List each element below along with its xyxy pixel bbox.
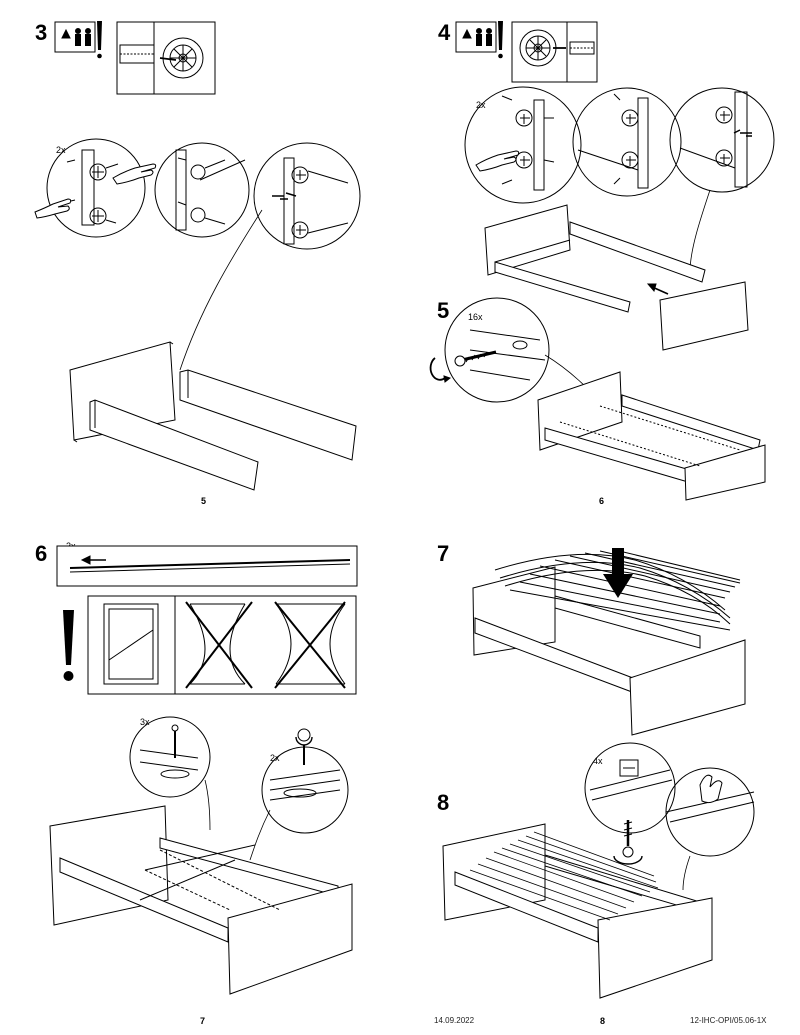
step-6-slat-box bbox=[57, 546, 357, 586]
step-8-foot-callout bbox=[585, 743, 675, 833]
step-3-callout-middle bbox=[155, 143, 249, 237]
step-6-cross-icon-right bbox=[275, 602, 345, 688]
step-4-dowel-detail-icon bbox=[512, 22, 597, 82]
step-5-count-label: 16x bbox=[468, 312, 483, 322]
step-8-screw-icon bbox=[614, 820, 642, 864]
footer-date: 14.09.2022 bbox=[434, 1016, 475, 1025]
step-6-peg-count-label: 2x bbox=[270, 753, 280, 763]
step-8-hand-callout bbox=[666, 768, 754, 856]
step-4-callout-middle bbox=[573, 88, 681, 196]
page-number-8: 8 bbox=[600, 1016, 606, 1026]
step-4-hand-pointing-icon bbox=[476, 151, 519, 171]
step-6-arrow-icon bbox=[82, 556, 106, 564]
step-4-bed-frame bbox=[485, 205, 705, 312]
step-6-orientation-box bbox=[88, 596, 356, 694]
step-6-screw-callout bbox=[130, 717, 210, 797]
step-6-exclamation-icon bbox=[63, 610, 74, 681]
step-6-number: 6 bbox=[35, 541, 48, 566]
screwdriver-rotation-icon bbox=[431, 358, 450, 382]
step-4-footboard bbox=[660, 282, 748, 350]
footer-doc-code: 12-IHC-OPI/05.06-1X bbox=[690, 1016, 767, 1025]
step-3-callout-left bbox=[35, 139, 156, 237]
step-7-number: 7 bbox=[437, 541, 450, 566]
step-3-side-rail-long bbox=[180, 370, 356, 460]
step-6-screw-count-label: 3x bbox=[140, 717, 150, 727]
arrow-icon bbox=[648, 284, 668, 294]
two-person-warning-icon bbox=[55, 22, 95, 52]
step-3-callout-right bbox=[254, 143, 360, 249]
step-8-bed bbox=[443, 824, 712, 998]
step-3-side-rail-short bbox=[90, 400, 258, 490]
step-6-bed-frame bbox=[50, 806, 352, 994]
page-number-5: 5 bbox=[201, 496, 207, 506]
hand-pointing-icon bbox=[35, 164, 156, 218]
step-3-count-label: 2x bbox=[56, 145, 66, 155]
step-6-peg-callout bbox=[262, 729, 348, 833]
page-number-6: 6 bbox=[599, 496, 605, 506]
step-5-number: 5 bbox=[437, 298, 450, 323]
step-4-callout-right bbox=[670, 88, 774, 192]
screw-icon bbox=[455, 352, 496, 366]
step-3-number: 3 bbox=[35, 20, 48, 45]
step-5-bed-frame bbox=[538, 372, 765, 500]
step-7-bed-frame bbox=[473, 567, 745, 735]
step-4-two-person-warning-icon bbox=[456, 22, 496, 52]
page-number-7: 7 bbox=[200, 1016, 206, 1026]
step-4-number: 4 bbox=[438, 20, 451, 45]
cross-icon bbox=[186, 602, 252, 688]
step-7-down-arrow-icon bbox=[603, 548, 633, 598]
step-8-number: 8 bbox=[437, 790, 450, 815]
step-4-callout-left bbox=[465, 87, 581, 203]
step-3-dowel-detail-icon bbox=[117, 22, 215, 94]
exclamation-icon bbox=[97, 21, 102, 59]
step-8-foot-count-label: 4x bbox=[593, 756, 603, 766]
step-4-exclamation-icon bbox=[498, 21, 503, 59]
step-5-screw-callout bbox=[431, 298, 549, 402]
